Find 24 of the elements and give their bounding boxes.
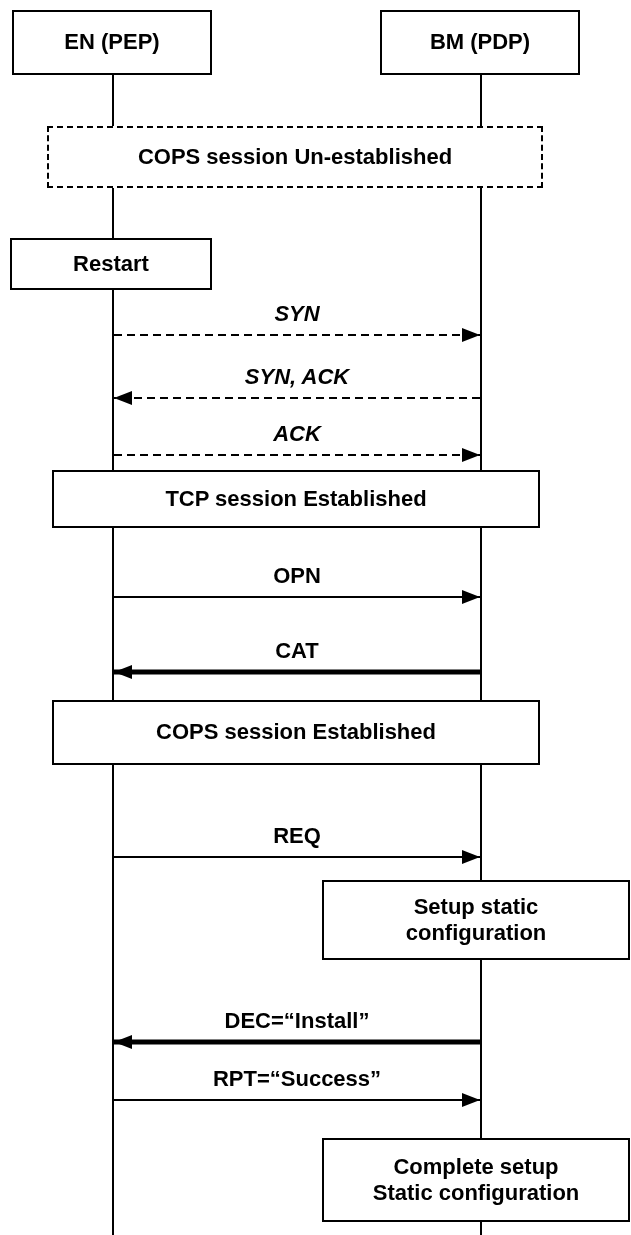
box-label: EN (PEP) — [64, 29, 160, 56]
state-box — [52, 700, 540, 765]
box-label: COPS session Established — [156, 719, 436, 746]
state-box — [322, 880, 630, 960]
message-arrow — [114, 665, 480, 679]
state-box — [52, 470, 540, 528]
message-arrow — [113, 1093, 481, 1107]
state-box — [10, 238, 212, 290]
state-box — [322, 1138, 630, 1222]
message-arrow — [113, 328, 481, 342]
box-label: Restart — [73, 250, 149, 278]
message-arrow — [113, 850, 481, 864]
box-label: BM (PDP) — [429, 29, 531, 56]
box-label: TCP session Established — [165, 485, 427, 513]
message-arrow — [113, 391, 481, 405]
box-label: Complete setup Static configuration — [371, 1153, 581, 1207]
participant-box — [380, 10, 580, 75]
message-arrow — [113, 448, 481, 462]
box-label: Setup static configuration — [404, 893, 548, 947]
message-arrow — [114, 1035, 480, 1049]
participant-box — [12, 10, 212, 75]
message-arrow — [113, 590, 481, 604]
box-label: COPS session Un-established — [137, 143, 453, 171]
state-box — [47, 126, 543, 188]
